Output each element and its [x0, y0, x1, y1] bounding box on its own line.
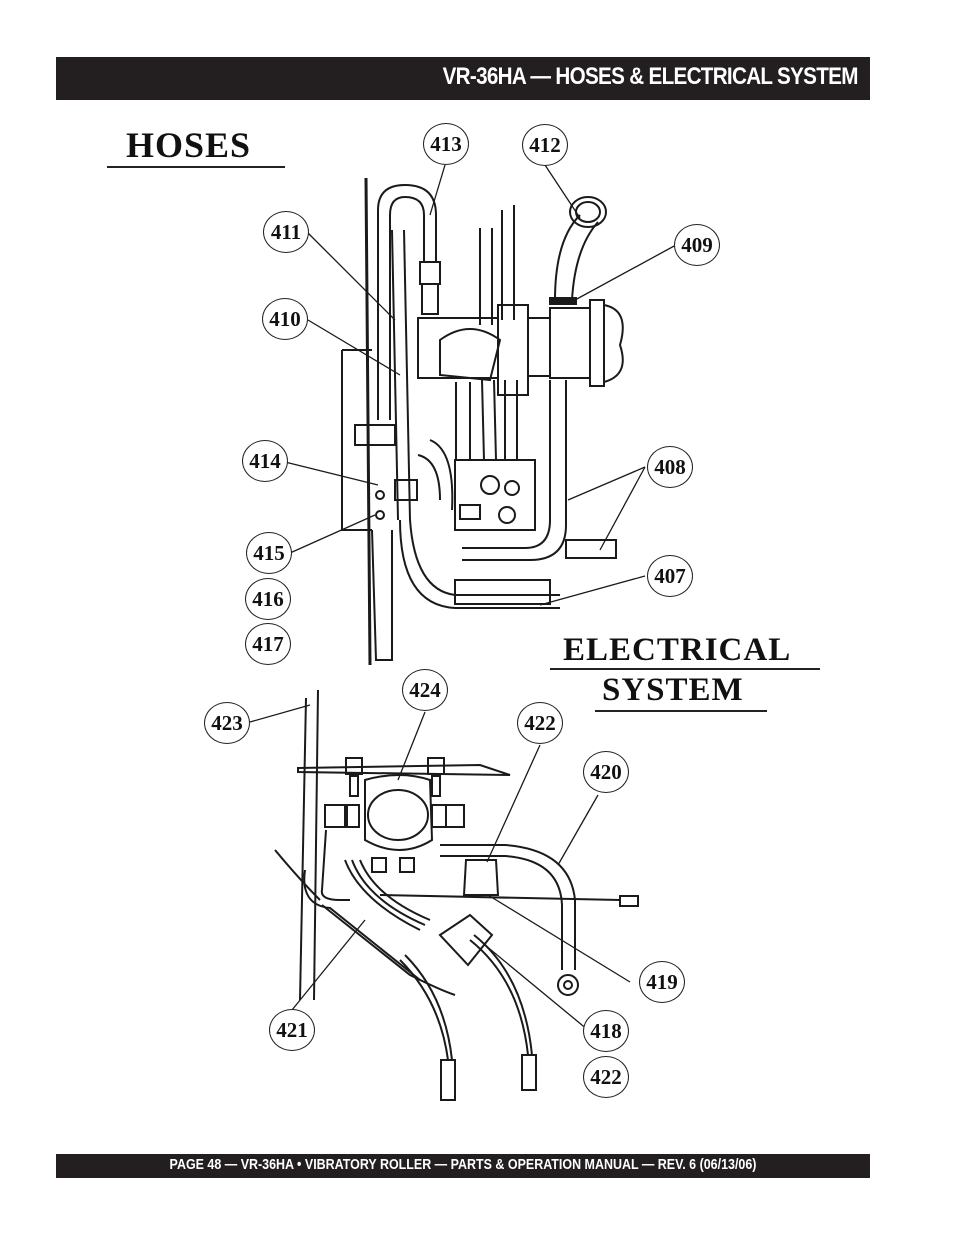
- callout-412: 412: [522, 124, 568, 166]
- callout-422-upper: 422: [517, 702, 563, 744]
- page-title: VR-36HA — HOSES & ELECTRICAL SYSTEM: [442, 63, 859, 90]
- callout-421: 421: [269, 1009, 315, 1051]
- callout-424: 424: [402, 669, 448, 711]
- system-title-underline: [595, 710, 767, 712]
- hoses-assembly-drawing: [341, 177, 624, 666]
- electrical-section-title-line1: ELECTRICAL: [563, 632, 792, 668]
- callout-410: 410: [262, 298, 308, 340]
- callout-leader-lines: [249, 164, 677, 1031]
- hoses-section-title: HOSES: [126, 125, 252, 165]
- callout-416: 416: [245, 578, 291, 620]
- electrical-assembly-drawing: [274, 689, 639, 1101]
- callout-407: 407: [647, 555, 693, 597]
- electrical-section-title-line2: SYSTEM: [602, 672, 744, 708]
- electrical-title-underline: [550, 668, 820, 670]
- callout-408: 408: [647, 446, 693, 488]
- callout-417: 417: [245, 623, 291, 665]
- callout-420: 420: [583, 751, 629, 793]
- callout-418: 418: [583, 1010, 629, 1052]
- callout-409: 409: [674, 224, 720, 266]
- callout-423: 423: [204, 702, 250, 744]
- page-header-bar: VR-36HA — HOSES & ELECTRICAL SYSTEM: [56, 57, 870, 100]
- callout-419: 419: [639, 961, 685, 1003]
- callout-411: 411: [263, 211, 309, 253]
- callout-413: 413: [423, 123, 469, 165]
- page-footer-text: PAGE 48 — VR-36HA • VIBRATORY ROLLER — P…: [169, 1157, 757, 1173]
- page-footer-bar: PAGE 48 — VR-36HA • VIBRATORY ROLLER — P…: [56, 1154, 870, 1178]
- hoses-title-underline: [107, 166, 285, 168]
- callout-414: 414: [242, 440, 288, 482]
- callout-415: 415: [246, 532, 292, 574]
- callout-422-lower: 422: [583, 1056, 629, 1098]
